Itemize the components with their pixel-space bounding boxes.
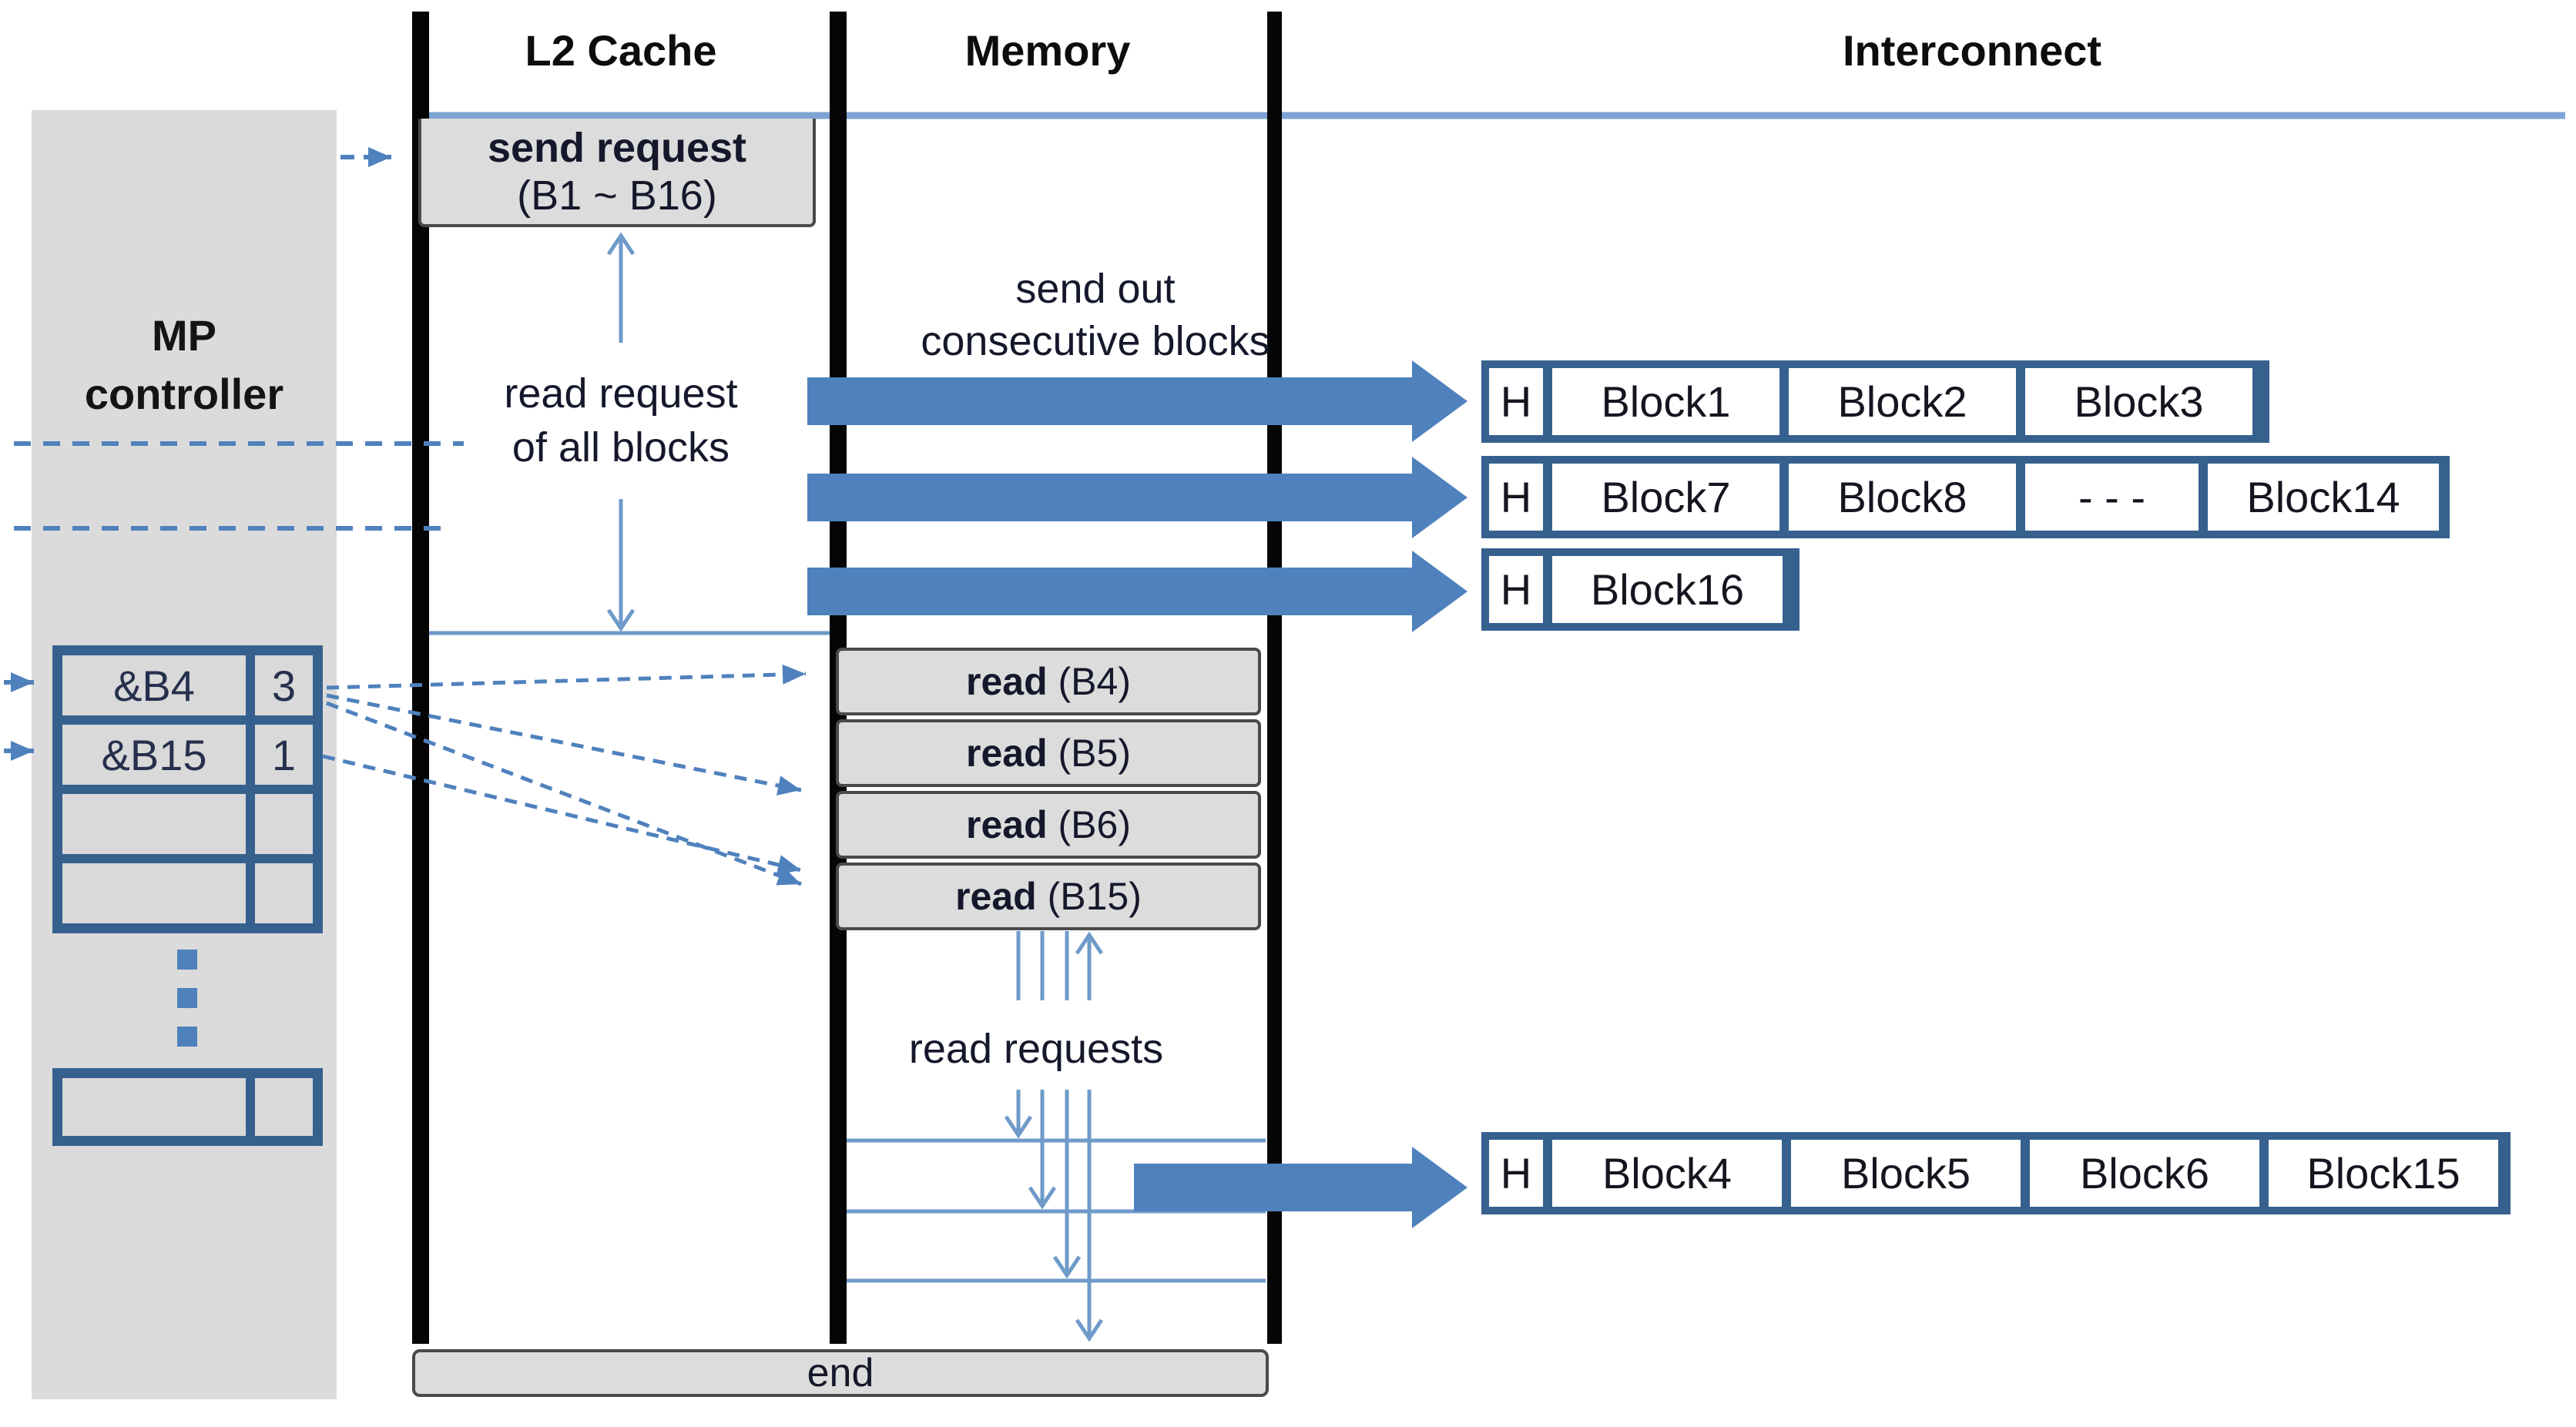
send-out-annotation: send out consecutive blocks <box>864 263 1327 367</box>
ellipsis-dot <box>177 950 197 970</box>
table-cell-count <box>255 1078 313 1136</box>
table-cell-addr <box>62 794 246 854</box>
dashed-link-b4-to-read-b4 <box>326 664 807 690</box>
packet-header-cell: H <box>1489 556 1543 623</box>
read-op: read <box>966 732 1048 775</box>
memory-read-box-b6: read (B6) <box>836 791 1261 859</box>
send-request-range: (B1 ~ B16) <box>517 172 717 219</box>
mp-table-extra-row <box>52 1068 323 1146</box>
table-cell-count <box>255 794 313 854</box>
packet-block-cell: Block8 <box>1789 464 2016 531</box>
packet-block-cell: Block1 <box>1552 368 1779 435</box>
packet-row-blocks-7-14: H Block7 Block8 - - - Block14 <box>1481 456 2450 538</box>
table-cell-addr <box>62 1078 246 1136</box>
header-interconnect: Interconnect <box>1842 26 2102 75</box>
packet-block-cell: Block15 <box>2269 1140 2498 1207</box>
packet-block-cell: Block6 <box>2030 1140 2259 1207</box>
read-arg: (B6) <box>1047 803 1131 846</box>
packet-row-block-16: H Block16 <box>1481 548 1800 631</box>
packet-row-blocks-4-15: H Block4 Block5 Block6 Block15 <box>1481 1132 2511 1214</box>
send-request-title: send request <box>487 124 747 171</box>
send-out-line2: consecutive blocks <box>921 318 1270 364</box>
table-cell-addr: &B15 <box>62 725 246 785</box>
header-memory: Memory <box>964 26 1131 75</box>
mp-label-line2: controller <box>84 370 284 418</box>
read-arg: (B15) <box>1036 875 1142 918</box>
packet-block-cell: Block14 <box>2208 464 2439 531</box>
end-bar: end <box>412 1349 1269 1397</box>
table-cell-count: 3 <box>255 655 313 715</box>
memory-right-lifeline-bar <box>1267 12 1282 1344</box>
thick-arrow-block-16 <box>807 551 1467 632</box>
dashed-link-b4-to-read-b6 <box>326 701 802 886</box>
packet-row-blocks-1-3: H Block1 Block2 Block3 <box>1481 360 2269 443</box>
thick-arrow-blocks-1-3 <box>807 360 1467 442</box>
read-arg: (B5) <box>1047 732 1131 775</box>
mp-request-table: &B4 3 &B15 1 <box>52 645 323 933</box>
mp-label-line1: MP <box>152 311 216 360</box>
packet-header-cell: H <box>1489 1140 1543 1207</box>
read-arg: (B4) <box>1047 660 1131 703</box>
packet-block-cell: Block3 <box>2025 368 2252 435</box>
mp-controller-label: MP controller <box>32 307 337 424</box>
read-requests-annotation: read requests <box>844 1023 1229 1075</box>
end-label: end <box>807 1351 874 1395</box>
packet-block-cell: Block7 <box>1552 464 1779 531</box>
dashed-link-b4-to-read-b5 <box>326 693 802 796</box>
packet-header-cell: H <box>1489 464 1543 531</box>
packet-ellipsis-cell: - - - <box>2025 464 2199 531</box>
read-op: read <box>966 660 1048 703</box>
read-requests-label: read requests <box>908 1026 1164 1072</box>
table-cell-count: 1 <box>255 725 313 785</box>
send-out-line1: send out <box>1015 266 1176 312</box>
memory-read-box-b15: read (B15) <box>836 863 1261 930</box>
dashed-link-b15-to-read-b15 <box>322 754 802 875</box>
read-request-annotation: read request of all blocks <box>428 367 813 474</box>
read-op: read <box>955 875 1037 918</box>
ellipsis-dot <box>177 1027 197 1047</box>
table-cell-addr <box>62 863 246 923</box>
table-cell-addr: &B4 <box>62 655 246 715</box>
read-request-line2: of all blocks <box>512 424 730 471</box>
thick-arrow-blocks-4-15 <box>1134 1147 1467 1228</box>
read-op: read <box>966 803 1048 846</box>
packet-block-cell: Block16 <box>1552 556 1783 623</box>
send-request-box: send request (B1 ~ B16) <box>418 119 816 227</box>
ellipsis-dot <box>177 988 197 1008</box>
header-l2-cache: L2 Cache <box>525 26 717 75</box>
packet-block-cell: Block4 <box>1552 1140 1782 1207</box>
packet-header-cell: H <box>1489 368 1543 435</box>
l2-cache-lifeline-bar <box>412 12 429 1344</box>
thick-arrow-blocks-7-14 <box>807 457 1467 538</box>
read-request-line1: read request <box>504 370 738 417</box>
packet-block-cell: Block5 <box>1791 1140 2021 1207</box>
memory-read-box-b5: read (B5) <box>836 719 1261 787</box>
table-cell-count <box>255 863 313 923</box>
memory-read-box-b4: read (B4) <box>836 648 1261 715</box>
packet-block-cell: Block2 <box>1789 368 2016 435</box>
